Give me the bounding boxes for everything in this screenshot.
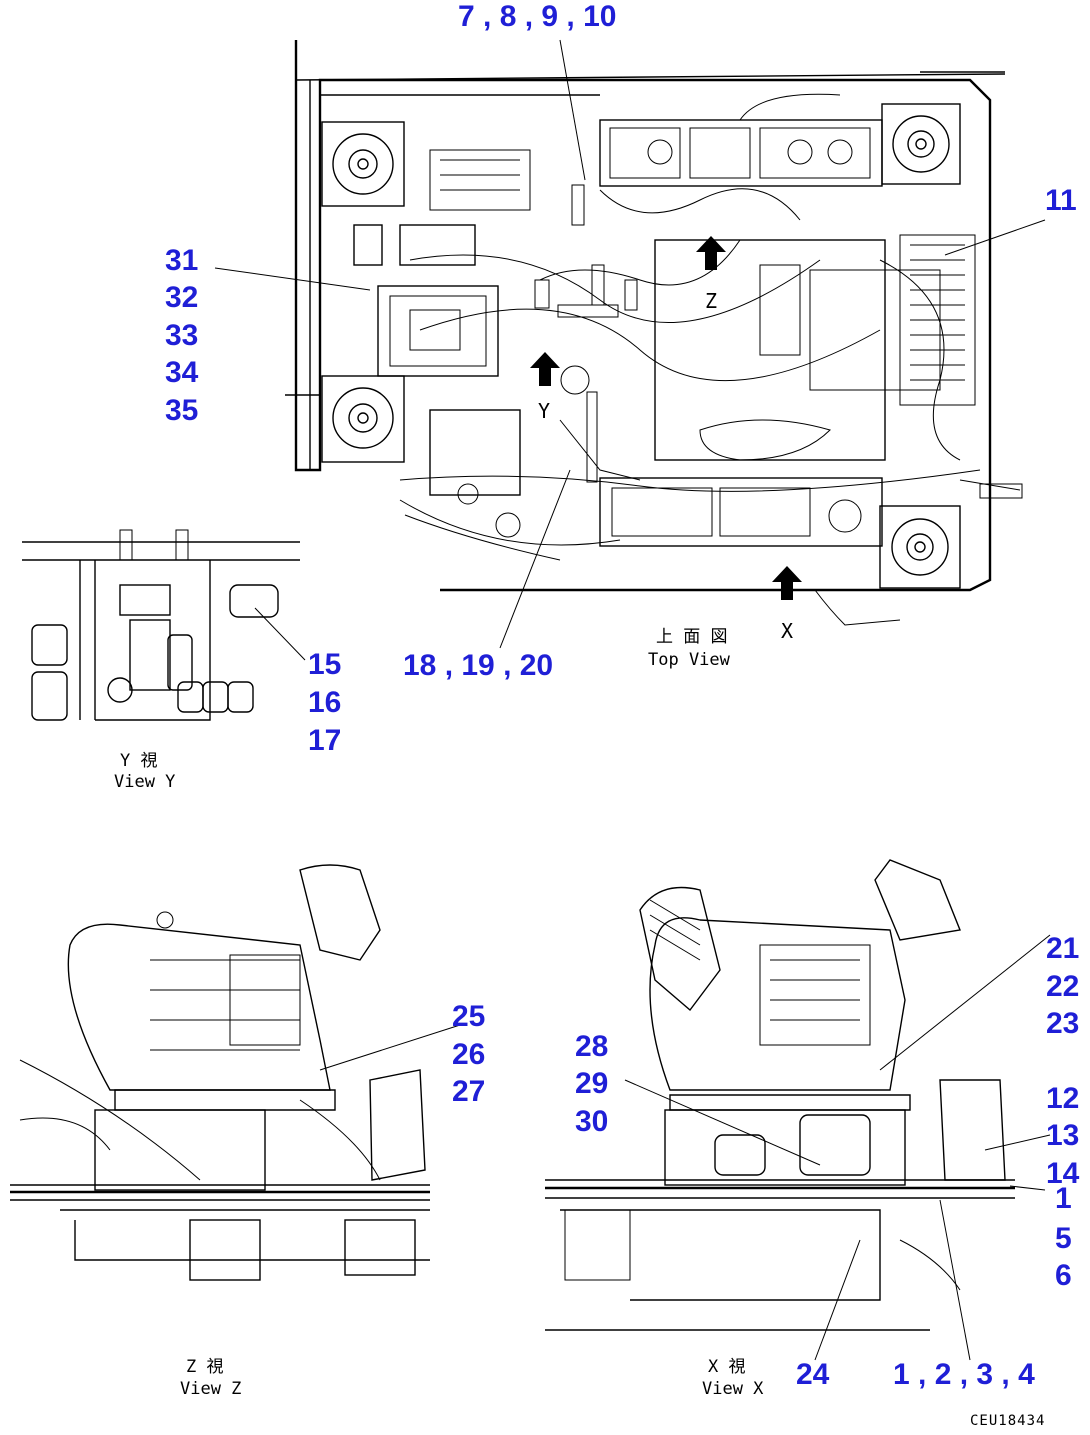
callout-21: 21 xyxy=(1046,932,1080,965)
arrow-label-y: Y xyxy=(538,399,551,423)
callout-16: 16 xyxy=(308,686,342,719)
callout-35: 35 xyxy=(165,394,199,427)
speaker-bottom-right xyxy=(879,505,961,589)
arrow-y xyxy=(530,352,560,386)
callout-7-8-9-10: 7 , 8 , 9 , 10 xyxy=(458,0,617,33)
arrow-label-x: X xyxy=(781,619,794,643)
caption-view-z: View Z xyxy=(180,1379,242,1399)
callout-5: 5 xyxy=(1055,1222,1072,1255)
callout-1: 1 xyxy=(1055,1182,1072,1215)
callout-14: 14 xyxy=(1046,1157,1080,1190)
caption-view-x: View X xyxy=(702,1379,764,1399)
view-z-drawing xyxy=(10,864,461,1281)
caption-view-y: View Y xyxy=(114,772,176,792)
callout-28: 28 xyxy=(575,1030,609,1063)
callout-26: 26 xyxy=(452,1038,486,1071)
arrow-x xyxy=(772,566,802,600)
callout-31: 31 xyxy=(165,244,199,277)
callout-33: 33 xyxy=(165,319,199,352)
caption-view-z-jp: Z 視 xyxy=(186,1357,224,1377)
callout-1-2-3-4: 1 , 2 , 3 , 4 xyxy=(893,1358,1035,1391)
callout-13: 13 xyxy=(1046,1119,1080,1152)
callout-18-19-20: 18 , 19 , 20 xyxy=(403,649,554,682)
callout-32: 32 xyxy=(165,281,199,314)
speaker-top-right xyxy=(881,103,961,185)
callout-6: 6 xyxy=(1055,1259,1072,1292)
callout-30: 30 xyxy=(575,1105,609,1138)
arrow-z xyxy=(696,236,726,270)
callout-12: 12 xyxy=(1046,1082,1080,1115)
top-view-drawing xyxy=(214,39,1046,649)
callout-25: 25 xyxy=(452,1000,486,1033)
caption-view-x-jp: X 視 xyxy=(708,1357,746,1377)
callout-22: 22 xyxy=(1046,970,1080,1003)
callout-17: 17 xyxy=(308,724,342,757)
view-y-drawing xyxy=(22,529,306,721)
caption-top-view: Top View xyxy=(648,650,730,670)
caption-view-y-jp: Y 視 xyxy=(120,751,158,771)
callout-23: 23 xyxy=(1046,1007,1080,1040)
view-x-drawing xyxy=(545,859,1051,1361)
callout-29: 29 xyxy=(575,1067,609,1100)
callout-24: 24 xyxy=(796,1358,830,1391)
callout-11: 11 xyxy=(1045,184,1077,217)
caption-top-view-jp: 上 面 図 xyxy=(656,627,728,647)
speaker-top-left xyxy=(321,121,405,207)
arrow-label-z: Z xyxy=(705,289,718,313)
callout-34: 34 xyxy=(165,356,199,389)
speaker-bottom-left xyxy=(321,375,405,463)
callout-15: 15 xyxy=(308,648,342,681)
drawing-code: CEU18434 xyxy=(970,1413,1046,1429)
callout-27: 27 xyxy=(452,1075,486,1108)
